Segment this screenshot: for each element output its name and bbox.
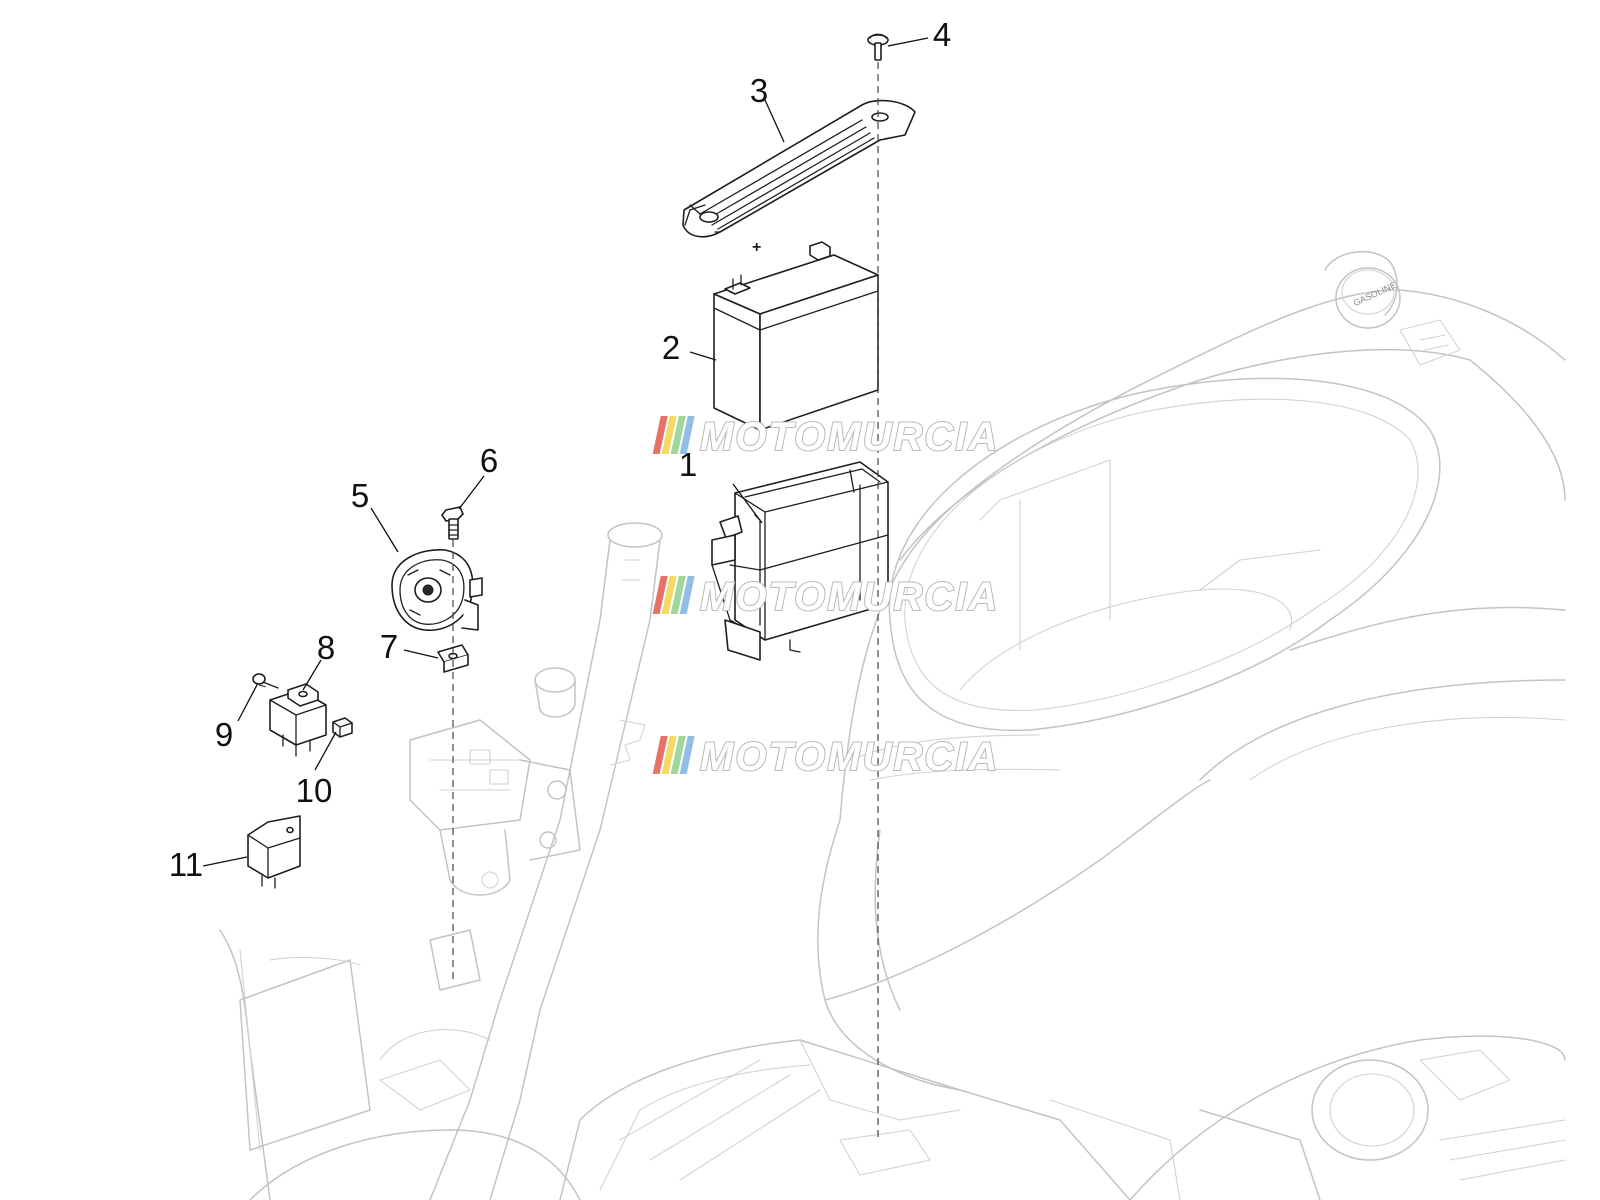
callout-6: 6 xyxy=(480,442,498,479)
flasher-unit xyxy=(247,815,301,889)
callout-numbers: 1 2 3 4 5 6 7 8 9 10 11 xyxy=(169,16,951,883)
relay xyxy=(269,683,327,757)
connector xyxy=(332,717,353,738)
svg-text:MOTOMURCIA: MOTOMURCIA xyxy=(700,415,999,459)
screw-top xyxy=(867,33,889,61)
horn xyxy=(391,549,483,631)
callout-7: 7 xyxy=(380,628,398,665)
assembly-lines xyxy=(258,62,879,1140)
leader-lines xyxy=(202,37,929,867)
battery-tray xyxy=(711,461,889,661)
battery: + xyxy=(713,239,879,431)
callout-8: 8 xyxy=(317,629,335,666)
svg-text:MOTOMURCIA: MOTOMURCIA xyxy=(700,735,999,779)
bolt xyxy=(441,506,464,540)
watermark-1: MOTOMURCIA xyxy=(652,414,999,460)
watermark-2: MOTOMURCIA xyxy=(652,574,999,620)
callout-2: 2 xyxy=(662,329,680,366)
svg-text:MOTOMURCIA: MOTOMURCIA xyxy=(700,575,999,619)
callout-3: 3 xyxy=(750,72,768,109)
callout-5: 5 xyxy=(351,477,369,514)
callout-1: 1 xyxy=(679,446,697,483)
battery-strap xyxy=(682,99,916,238)
battery-terminal-label: + xyxy=(752,239,761,256)
callout-9: 9 xyxy=(215,716,233,753)
callout-4: 4 xyxy=(933,16,951,53)
callout-11: 11 xyxy=(169,846,203,883)
screw-left xyxy=(252,673,279,689)
callout-10: 10 xyxy=(296,772,333,809)
watermark-3: MOTOMURCIA xyxy=(652,734,999,780)
scooter-frame: GASOLINE xyxy=(219,250,1566,1200)
